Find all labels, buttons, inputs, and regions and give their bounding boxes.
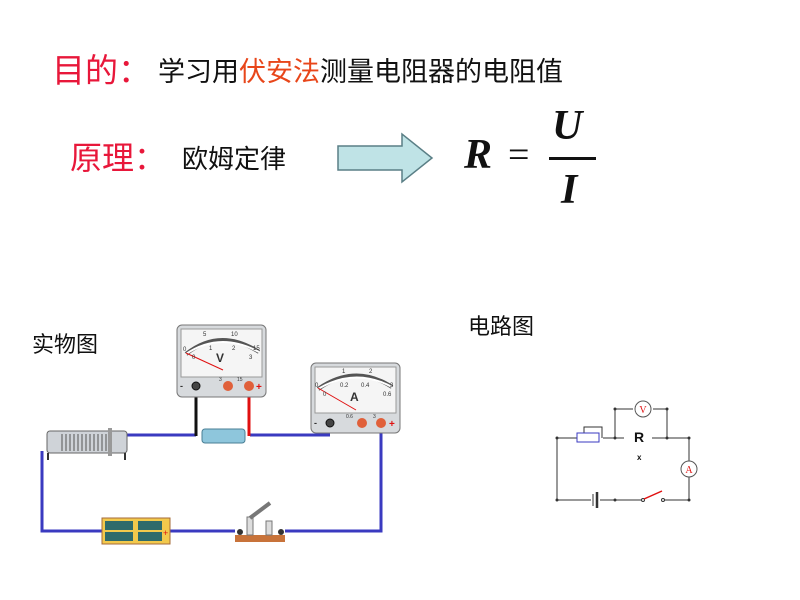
circuit-diagram-label: 电路图 xyxy=(468,315,535,340)
svg-text:+: + xyxy=(389,419,395,430)
voltmeter-symbol: V xyxy=(634,400,652,418)
voltmeter-unit: V xyxy=(216,351,224,365)
goal-text-before: 学习用 xyxy=(158,57,239,88)
principle-text: 欧姆定律 xyxy=(182,145,287,175)
svg-text:0: 0 xyxy=(183,347,187,353)
svg-text:3: 3 xyxy=(219,377,222,383)
svg-text:+: + xyxy=(256,382,262,393)
junction-dots xyxy=(555,407,691,502)
physical-diagram-label: 实物图 xyxy=(32,333,99,358)
svg-text:10: 10 xyxy=(231,332,238,338)
circuit-schematic xyxy=(556,408,690,501)
formula-denominator: I xyxy=(561,167,578,213)
rheostat xyxy=(46,428,128,460)
goal-text: 学习用伏安法测量电阻器的电阻值 xyxy=(158,50,563,89)
principle-label: 原理： xyxy=(70,139,167,177)
fraction-bar xyxy=(549,157,596,160)
svg-text:0.6: 0.6 xyxy=(346,414,353,420)
svg-text:3: 3 xyxy=(390,383,394,389)
svg-text:0: 0 xyxy=(192,355,196,361)
formula-equals: = xyxy=(508,134,530,176)
battery-symbol xyxy=(592,492,599,508)
knife-switch xyxy=(235,501,285,542)
svg-text:0.2: 0.2 xyxy=(340,383,349,389)
blue-wires xyxy=(40,420,383,533)
ammeter: A 0 1 2 3 0 0.2 0.4 0.6 - 0.6 3 + xyxy=(310,362,401,434)
svg-text:A: A xyxy=(685,465,693,476)
svg-text:2: 2 xyxy=(232,346,236,352)
svg-text:3: 3 xyxy=(373,414,376,420)
goal-text-after: 测量电阻器的电阻值 xyxy=(320,57,563,88)
svg-text:1: 1 xyxy=(342,369,346,375)
svg-text:0: 0 xyxy=(315,383,319,389)
svg-text:0.4: 0.4 xyxy=(361,383,370,389)
ammeter-unit: A xyxy=(350,390,359,404)
svg-text:-: - xyxy=(180,381,183,391)
resistor-subscript: x xyxy=(637,453,642,462)
voltmeter: V 0 5 10 15 0 1 2 3 - 3 15 + xyxy=(176,324,267,398)
switch-symbol xyxy=(641,490,665,502)
goal-label: 目的： xyxy=(52,51,151,90)
svg-text:15: 15 xyxy=(237,377,243,383)
ammeter-symbol: A xyxy=(680,460,698,478)
resistor xyxy=(201,428,246,444)
voltmeter-wires xyxy=(194,391,251,436)
formula-numerator: U xyxy=(552,103,583,149)
svg-text:0: 0 xyxy=(323,392,327,398)
svg-text:0.6: 0.6 xyxy=(383,392,392,398)
svg-text:+: + xyxy=(163,528,168,538)
svg-text:V: V xyxy=(639,405,647,416)
resistor-label: R xyxy=(634,429,644,445)
svg-text:1: 1 xyxy=(209,346,213,352)
formula-resistance: R xyxy=(464,132,493,178)
svg-text:5: 5 xyxy=(203,332,207,338)
goal-text-highlight: 伏安法 xyxy=(239,57,320,88)
svg-text:2: 2 xyxy=(369,369,373,375)
svg-text:15: 15 xyxy=(253,346,260,352)
svg-text:-: - xyxy=(314,418,317,428)
rheostat-symbol xyxy=(576,432,600,443)
svg-text:3: 3 xyxy=(249,355,253,361)
right-arrow-icon xyxy=(337,132,434,184)
battery-pack: + xyxy=(101,517,171,545)
